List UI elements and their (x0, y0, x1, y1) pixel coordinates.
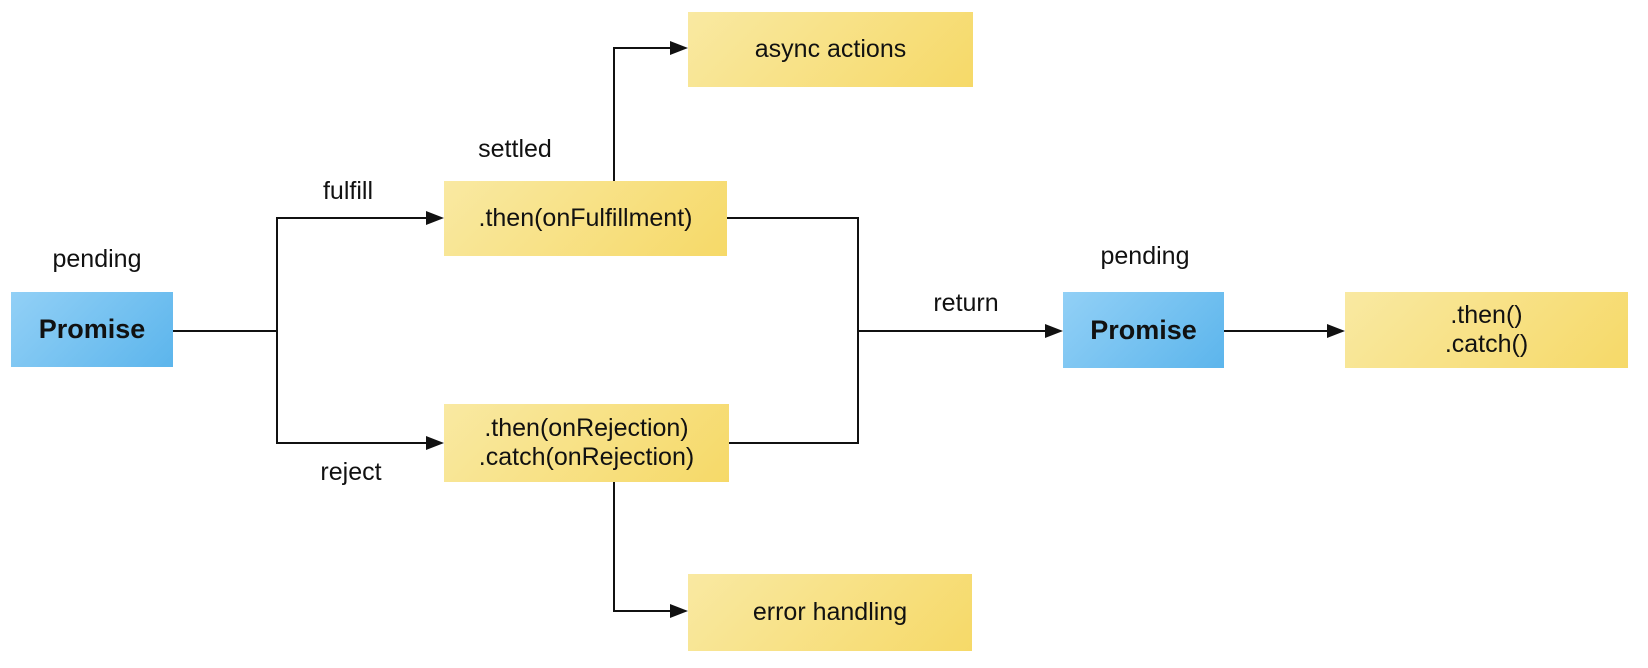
node-async-actions-label: async actions (754, 35, 907, 63)
state-label-settled: settled (478, 135, 552, 163)
state-label-pending-left: pending (52, 245, 142, 273)
arrowhead-fulfill-icon (426, 211, 444, 225)
node-error-handling-label: error handling (752, 598, 908, 626)
edge-rejection-to-error-horizontal (613, 610, 670, 612)
edge-label-fulfill: fulfill (322, 177, 373, 205)
arrowhead-thencatch-icon (1327, 324, 1345, 338)
edge-label-reject: reject (320, 458, 382, 486)
node-error-handling: error handling (688, 574, 972, 651)
node-async-actions: async actions (688, 12, 973, 87)
node-then-onfulfillment-label: .then(onFulfillment) (478, 204, 693, 232)
edge-return-line (857, 330, 1045, 332)
edge-reject-line (276, 442, 426, 444)
node-promise-left-label: Promise (38, 314, 146, 344)
node-promise-right-label: Promise (1090, 314, 1197, 345)
edge-promise-to-branch (173, 330, 277, 332)
edge-label-return: return (933, 289, 999, 317)
node-catch-final-label: .catch() (1444, 330, 1529, 358)
edge-branch-vertical (276, 217, 278, 444)
state-label-pending-right: pending (1100, 242, 1190, 270)
edge-fulfillment-to-async-horizontal (613, 47, 670, 49)
arrowhead-reject-icon (426, 436, 444, 450)
node-promise-left: Promise (11, 292, 173, 367)
arrowhead-async-actions-icon (670, 41, 688, 55)
edge-fulfill-line (276, 217, 426, 219)
edge-rejection-to-merge (729, 442, 859, 444)
edge-rejection-to-error-vertical (613, 482, 615, 611)
node-then-onfulfillment: .then(onFulfillment) (444, 181, 727, 256)
node-then-catch-onrejection: .then(onRejection) .catch(onRejection) (444, 404, 729, 482)
edge-fulfillment-to-merge (727, 217, 859, 219)
edge-fulfillment-to-async-vertical (613, 47, 615, 181)
node-catch-onrejection-label: .catch(onRejection) (478, 443, 695, 471)
node-promise-right: Promise (1063, 292, 1224, 368)
node-then-onrejection-label: .then(onRejection) (484, 414, 689, 442)
edge-promise-to-thencatch (1224, 330, 1327, 332)
arrowhead-return-icon (1045, 324, 1063, 338)
node-then-catch-final: .then() .catch() (1345, 292, 1628, 368)
node-then-final-label: .then() (1450, 301, 1523, 329)
arrowhead-error-handling-icon (670, 604, 688, 618)
